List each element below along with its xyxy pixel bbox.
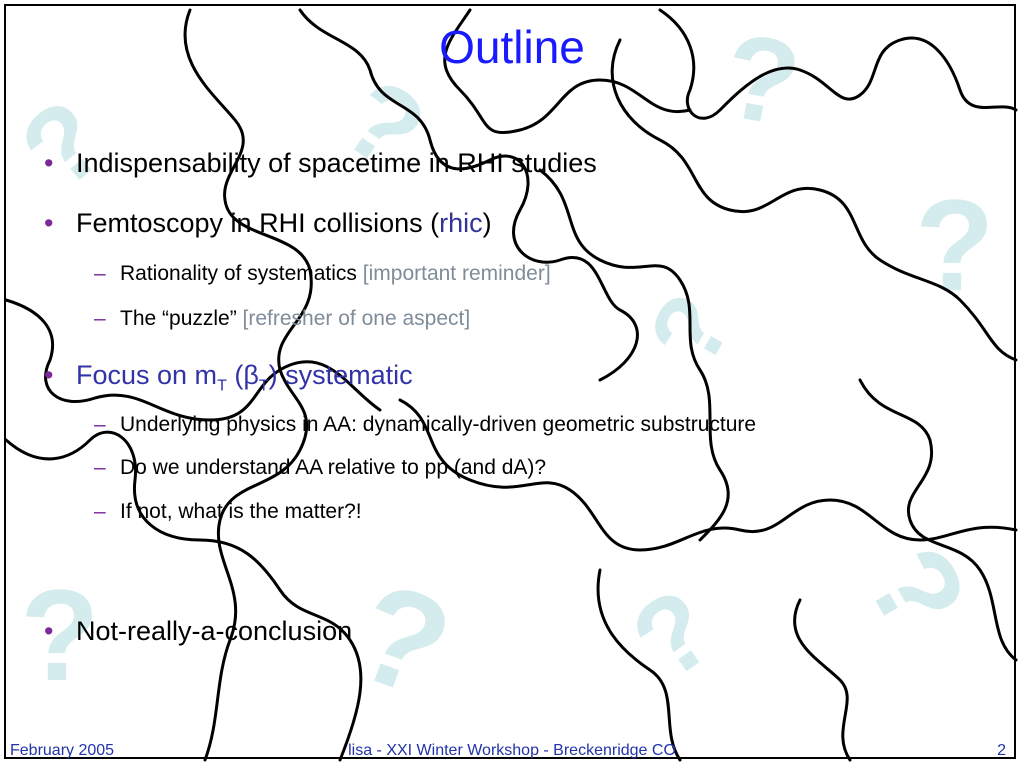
puzzle-edge (4, 298, 382, 422)
puzzle-edge (858, 378, 1018, 662)
puzzle-edge (4, 430, 363, 762)
puzzle-edge (183, 8, 313, 762)
dash-icon: – (94, 500, 106, 523)
sub-bullet-item: The “puzzle” [refresher of one aspect] (120, 307, 471, 330)
puzzle-edge (298, 8, 639, 382)
bullet-icon: • (44, 148, 54, 178)
puzzle-edge (610, 38, 1018, 362)
slide-frame (4, 4, 1016, 759)
puzzle-edge (793, 598, 852, 762)
puzzle-edge (538, 168, 730, 542)
puzzle-edge (398, 398, 1018, 552)
question-mark-icon: ? (20, 562, 100, 708)
slide-title: Outline (439, 21, 585, 73)
bullet-icon: • (44, 360, 54, 390)
bullet-item: Indispensability of spacetime in RHI stu… (76, 148, 597, 178)
dash-icon: – (94, 413, 106, 436)
bullet-item: Not-really-a-conclusion (76, 616, 353, 646)
sub-bullet-item: Underlying physics in AA: dynamically-dr… (120, 413, 757, 436)
dash-icon: – (94, 262, 106, 285)
puzzle-edge (596, 568, 682, 762)
sub-bullet-item: If not, what is the matter?! (120, 500, 362, 523)
sub-bullet-item: Do we understand AA relative to pp (and … (120, 456, 547, 479)
sub-bullet-item: Rationality of systematics [important re… (120, 262, 551, 285)
question-mark-icon: ? (915, 172, 995, 318)
puzzle-edge (658, 8, 1018, 120)
bullet-icon: • (44, 616, 54, 646)
bullet-icon: • (44, 208, 54, 238)
page-number: 2 (997, 742, 1006, 759)
bullet-item: Femtoscopy in RHI collisions (rhic) (76, 208, 492, 238)
dash-icon: – (94, 456, 106, 479)
footer-date: February 2005 (10, 742, 115, 759)
footer-center: lisa - XXI Winter Workshop - Breckenridg… (348, 742, 676, 759)
dash-icon: – (94, 307, 106, 330)
puzzle-edge (443, 8, 692, 135)
bullet-item: Focus on mT (βT) systematic (76, 360, 413, 395)
